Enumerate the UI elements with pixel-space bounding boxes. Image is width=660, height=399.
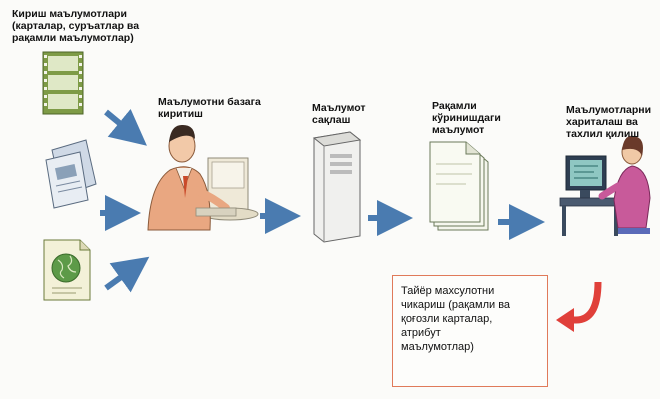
label-digital-data: Рақамли кўринишдаги маълумот bbox=[432, 100, 532, 136]
analyst-workstation-icon bbox=[560, 136, 650, 236]
server-tower-icon bbox=[314, 132, 360, 242]
label-output-product: Тайёр махсулотни чикариш (рақамли ва қоғ… bbox=[401, 284, 543, 354]
person-computer-icon bbox=[148, 125, 258, 230]
papers-icon bbox=[46, 140, 96, 208]
globe-document-icon bbox=[44, 240, 90, 300]
red-curved-arrow bbox=[556, 282, 598, 332]
arrow-globe-to-entry bbox=[106, 262, 142, 288]
label-mapping-analysis: Маълумотларни хариталаш ва тахлил қилиш bbox=[566, 104, 658, 140]
label-input-data: Кириш маълумотлари (карталар, суръатлар … bbox=[12, 8, 182, 44]
label-data-entry: Маълумотни базага киритиш bbox=[158, 96, 288, 120]
output-product-box: Тайёр махсулотни чикариш (рақамли ва қоғ… bbox=[392, 275, 548, 387]
label-storage: Маълумот сақлаш bbox=[312, 102, 402, 126]
film-strip-icon bbox=[43, 52, 83, 114]
arrow-film-to-entry bbox=[106, 112, 140, 140]
document-stack-icon bbox=[430, 142, 488, 230]
